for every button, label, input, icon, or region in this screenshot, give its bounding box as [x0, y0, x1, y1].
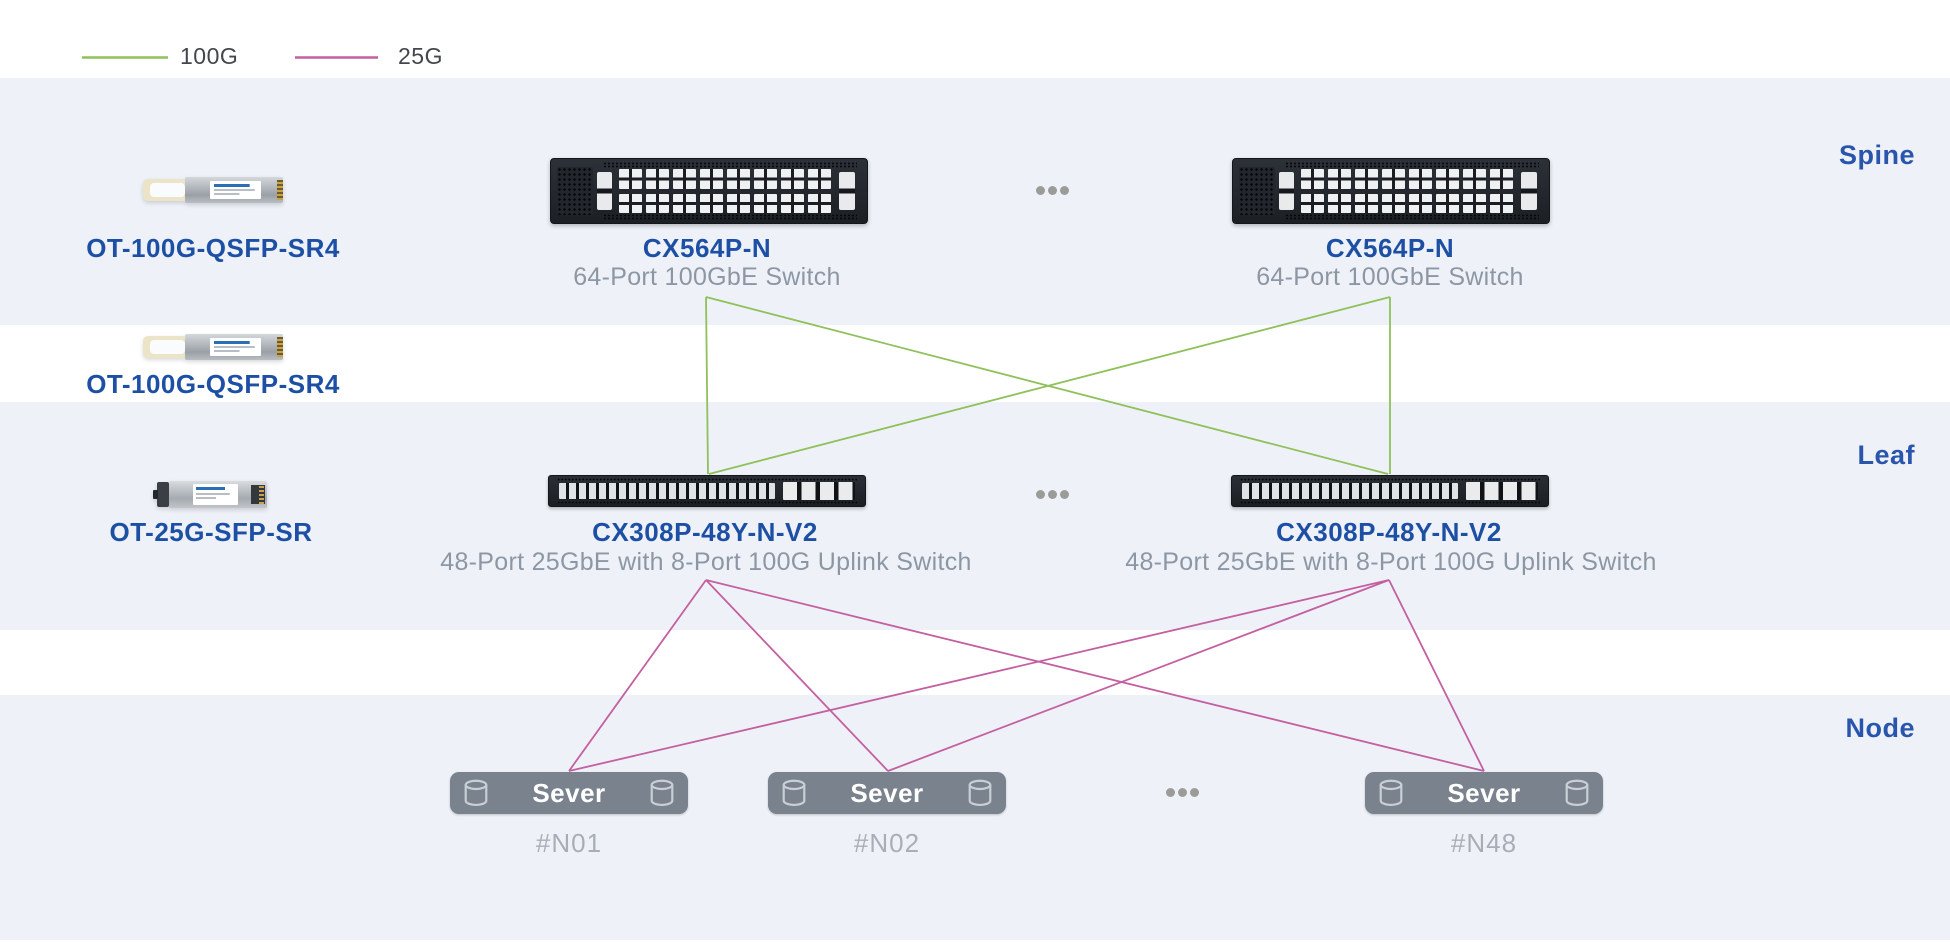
- sfp-transceiver-image: [153, 481, 267, 508]
- database-icon: [1565, 779, 1589, 806]
- sfp-connector-pins: [251, 485, 265, 504]
- spine-switch-model: CX564P-N: [1325, 233, 1455, 263]
- switch-vent: [1239, 167, 1275, 215]
- server-id: #N01: [535, 828, 603, 858]
- leaf-switch-description: 48-Port 25GbE with 8-Port 100G Uplink Sw…: [1125, 548, 1657, 576]
- server-label: Sever: [1447, 777, 1521, 808]
- sfp-label-sticker: [192, 484, 238, 505]
- qsfp-pull-tab: [143, 336, 189, 358]
- switch-port-grid: [619, 169, 831, 213]
- database-icon: [968, 779, 992, 806]
- switch-mgmt-ports: [597, 172, 612, 210]
- qsfp-body: [185, 177, 283, 203]
- spine-switch-model: CX564P-N: [642, 233, 772, 263]
- server-id: #N48: [1450, 828, 1518, 858]
- node-ellipsis: [1166, 788, 1199, 797]
- switch-sfp-ports: [559, 483, 775, 499]
- database-icon: [782, 779, 806, 806]
- switch-uplink-ports: [1466, 482, 1538, 500]
- database-icon: [1379, 779, 1403, 806]
- layer-label-spine: Spine: [1838, 140, 1915, 170]
- spine-layer-band: [0, 78, 1950, 325]
- qsfp-connector-pins: [277, 180, 283, 200]
- switch-mgmt-ports: [1279, 172, 1294, 210]
- legend-100g-label: 100G: [180, 43, 239, 69]
- spine-switch-image: [550, 158, 868, 224]
- qsfp-label-sticker: [210, 338, 262, 356]
- leaf-layer-band: [0, 402, 1950, 630]
- sfp-body: [169, 481, 267, 508]
- switch-end-ports: [1521, 172, 1537, 210]
- leaf-switch-model: CX308P-48Y-N-V2: [592, 517, 818, 547]
- layer-label-node: Node: [1845, 713, 1915, 743]
- spine-switch-image: [1232, 158, 1550, 224]
- switch-sfp-ports: [1242, 483, 1458, 499]
- sfp-latch: [153, 482, 169, 507]
- server-node: Sever: [768, 772, 1006, 814]
- switch-vent: [557, 167, 593, 215]
- leaf-switch-image: [1231, 475, 1549, 507]
- legend-25g-swatch: [295, 56, 378, 59]
- switch-end-ports: [839, 172, 855, 210]
- qsfp-transceiver-image: [143, 177, 283, 203]
- spine-switch-description: 64-Port 100GbE Switch: [1256, 263, 1524, 291]
- server-node: Sever: [450, 772, 688, 814]
- leaf-ellipsis: [1036, 490, 1069, 499]
- database-icon: [650, 779, 674, 806]
- transceiver-model-label: OT-25G-SFP-SR: [109, 517, 313, 547]
- leaf-switch-image: [548, 475, 866, 507]
- spine-switch-description: 64-Port 100GbE Switch: [573, 263, 841, 291]
- server-label: Sever: [532, 777, 606, 808]
- server-label: Sever: [850, 777, 924, 808]
- switch-uplink-ports: [783, 482, 855, 500]
- transceiver-model-label: OT-100G-QSFP-SR4: [86, 369, 340, 399]
- server-id: #N02: [853, 828, 921, 858]
- server-node: Sever: [1365, 772, 1603, 814]
- qsfp-pull-tab: [143, 179, 189, 201]
- transceiver-model-label: OT-100G-QSFP-SR4: [86, 233, 340, 263]
- legend-100g-swatch: [82, 56, 168, 59]
- switch-port-grid: [1301, 169, 1513, 213]
- qsfp-transceiver-image: [143, 334, 283, 360]
- node-layer-band: [0, 695, 1950, 940]
- leaf-switch-model: CX308P-48Y-N-V2: [1276, 517, 1502, 547]
- legend-25g-label: 25G: [398, 43, 443, 69]
- qsfp-connector-pins: [277, 337, 283, 357]
- spine-ellipsis: [1036, 186, 1069, 195]
- leaf-switch-description: 48-Port 25GbE with 8-Port 100G Uplink Sw…: [440, 548, 972, 576]
- database-icon: [464, 779, 488, 806]
- qsfp-body: [185, 334, 283, 360]
- qsfp-label-sticker: [210, 181, 262, 199]
- layer-label-leaf: Leaf: [1857, 440, 1915, 470]
